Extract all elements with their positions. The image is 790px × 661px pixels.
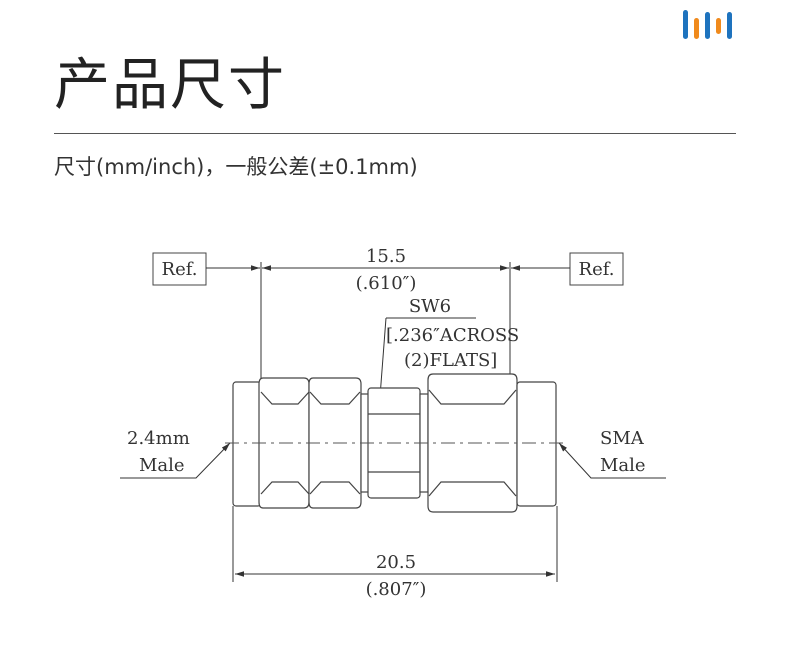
logo-bar-2 [694,18,699,39]
length-inch-label: (.610″) [356,273,417,294]
logo-bar-3 [705,12,710,39]
length-mm-label: 15.5 [366,246,406,267]
left-label-leader [120,442,231,479]
total-mm-label: 20.5 [376,552,416,573]
right-connector-label-2: Male [600,455,646,476]
logo-bar-4 [716,18,721,34]
wrench-note-line1: [.236″ACROSS [386,325,519,346]
total-inch-label: (.807″) [366,579,427,600]
left-connector-label-2: Male [139,455,185,476]
right-connector-label-1: SMA [600,428,645,449]
dimension-note: 尺寸(mm/inch)，一般公差(±0.1mm) [54,155,418,179]
page-title: 产品尺寸 [54,53,286,118]
right-label-leader [558,442,666,479]
left-shaft [232,381,262,507]
left-connector-label-1: 2.4mm [127,428,190,449]
ref-box-right: Ref. [569,252,624,286]
title-divider [54,133,736,134]
logo-bar-1 [683,10,688,39]
ref-label-left: Ref. [162,259,198,280]
total-length-dimension [232,506,558,582]
logo-bar-5 [727,12,732,39]
right-shaft [516,381,557,507]
brand-logo-icon [683,10,732,39]
ref-label-right: Ref. [579,259,615,280]
wrench-size-label: SW6 [409,296,451,317]
ref-box-left: Ref. [152,252,207,286]
wrench-note-line2: (2)FLATS] [404,350,497,371]
